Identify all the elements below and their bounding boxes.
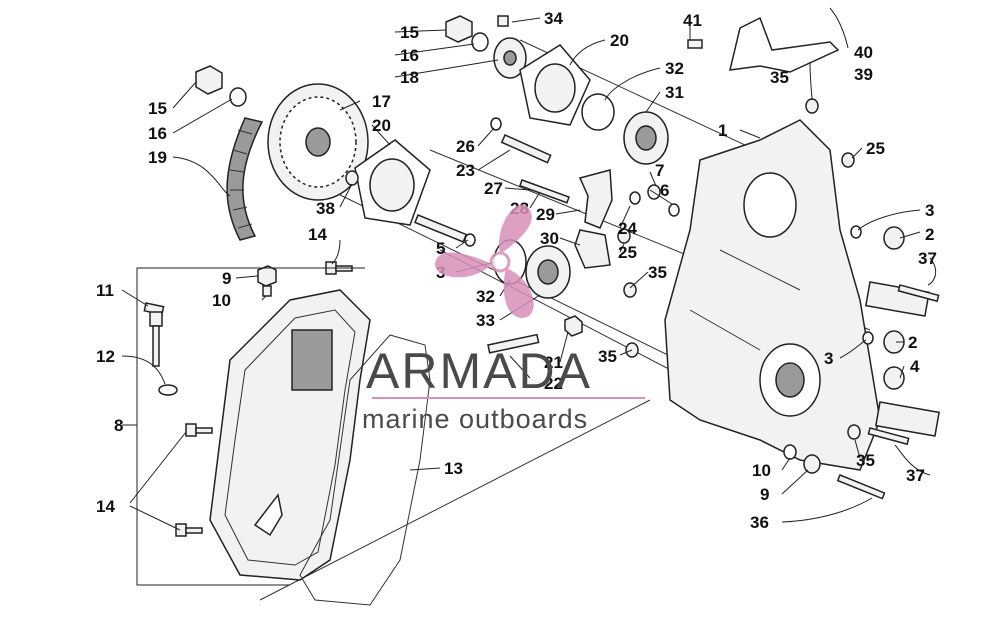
brand-name: ARMADA xyxy=(366,343,592,399)
callout-16: 16 xyxy=(148,124,167,143)
callout-20-top: 20 xyxy=(610,31,629,50)
callout-3-lower: 3 xyxy=(824,349,833,368)
cover-gasket xyxy=(299,334,431,606)
armada-wordmark: ARMADA marine outboards xyxy=(362,343,645,434)
callout-32-mid: 32 xyxy=(476,287,495,306)
drain-plug xyxy=(257,265,277,297)
callout-13: 13 xyxy=(444,459,463,478)
callout-7: 7 xyxy=(655,161,664,180)
callout-18: 18 xyxy=(400,68,419,87)
callout-33: 33 xyxy=(476,311,495,330)
callout-35-top: 35 xyxy=(770,68,789,87)
callout-34: 34 xyxy=(544,9,563,28)
callout-35-right: 35 xyxy=(856,451,875,470)
brand-tagline: marine outboards xyxy=(362,404,588,434)
callout-4: 4 xyxy=(910,357,920,376)
callout-1: 1 xyxy=(718,121,727,140)
callout-19: 19 xyxy=(148,148,167,167)
tensioner-block xyxy=(574,229,611,269)
callout-3-right: 3 xyxy=(925,201,934,220)
small-hardware xyxy=(345,98,874,460)
callout-40: 40 xyxy=(854,43,873,62)
callout-41: 41 xyxy=(683,11,702,30)
callout-numbers: 15 16 19 17 20 38 15 16 18 34 20 32 31 2… xyxy=(96,9,937,532)
callout-31: 31 xyxy=(665,83,684,102)
callout-12: 12 xyxy=(96,347,115,366)
armada-logo-icon xyxy=(435,204,534,318)
callout-10-right: 10 xyxy=(752,461,771,480)
callout-26: 26 xyxy=(456,137,475,156)
callout-37-lower: 37 xyxy=(906,466,925,485)
mounting-bracket xyxy=(687,16,840,73)
callout-8: 8 xyxy=(114,416,123,435)
callout-39: 39 xyxy=(854,65,873,84)
callout-29: 29 xyxy=(536,205,555,224)
callout-15: 15 xyxy=(148,99,167,118)
callout-20-left: 20 xyxy=(372,116,391,135)
callout-21: 21 xyxy=(544,353,563,372)
callout-25-right: 25 xyxy=(866,139,885,158)
item-8-bracket xyxy=(136,267,365,586)
callout-11: 11 xyxy=(96,281,114,300)
shaft-ends-right xyxy=(803,226,940,500)
callout-37-top: 37 xyxy=(918,249,937,268)
dipstick xyxy=(143,302,178,396)
leader-lines xyxy=(121,7,937,531)
bearing-plate-top xyxy=(519,44,591,126)
seal-and-bearing-top xyxy=(581,93,669,165)
callout-24: 24 xyxy=(618,219,637,238)
drive-chain xyxy=(226,117,264,241)
callout-16-top: 16 xyxy=(400,46,419,65)
callout-35-mid: 35 xyxy=(648,263,667,282)
callout-17: 17 xyxy=(372,92,391,111)
callout-22: 22 xyxy=(544,374,563,393)
tensioner-arm xyxy=(578,169,613,229)
callout-15-top: 15 xyxy=(400,23,419,42)
callout-14-lower: 14 xyxy=(96,497,115,516)
callout-36: 36 xyxy=(750,513,769,532)
callout-2-top: 2 xyxy=(925,225,934,244)
bearing-plate-left xyxy=(354,139,431,226)
callout-38: 38 xyxy=(316,199,335,218)
callout-5: 5 xyxy=(436,239,445,258)
large-sprocket xyxy=(267,83,369,201)
callout-14-top: 14 xyxy=(308,225,327,244)
chaincase-cover xyxy=(209,289,371,581)
callout-6: 6 xyxy=(660,181,669,200)
callout-2-lower: 2 xyxy=(908,333,917,352)
callout-32-top: 32 xyxy=(665,59,684,78)
callout-9-left: 9 xyxy=(222,269,231,288)
callout-23: 23 xyxy=(456,161,475,180)
callout-35-low: 35 xyxy=(598,347,617,366)
callout-25-mid: 25 xyxy=(618,243,637,262)
callout-10-left: 10 xyxy=(212,291,231,310)
gear-case-housing xyxy=(664,119,881,471)
small-sprocket-top xyxy=(445,15,527,79)
nut-and-washer-left xyxy=(195,65,247,107)
callout-27: 27 xyxy=(484,179,503,198)
callout-30: 30 xyxy=(540,229,559,248)
callout-9-right: 9 xyxy=(760,485,769,504)
